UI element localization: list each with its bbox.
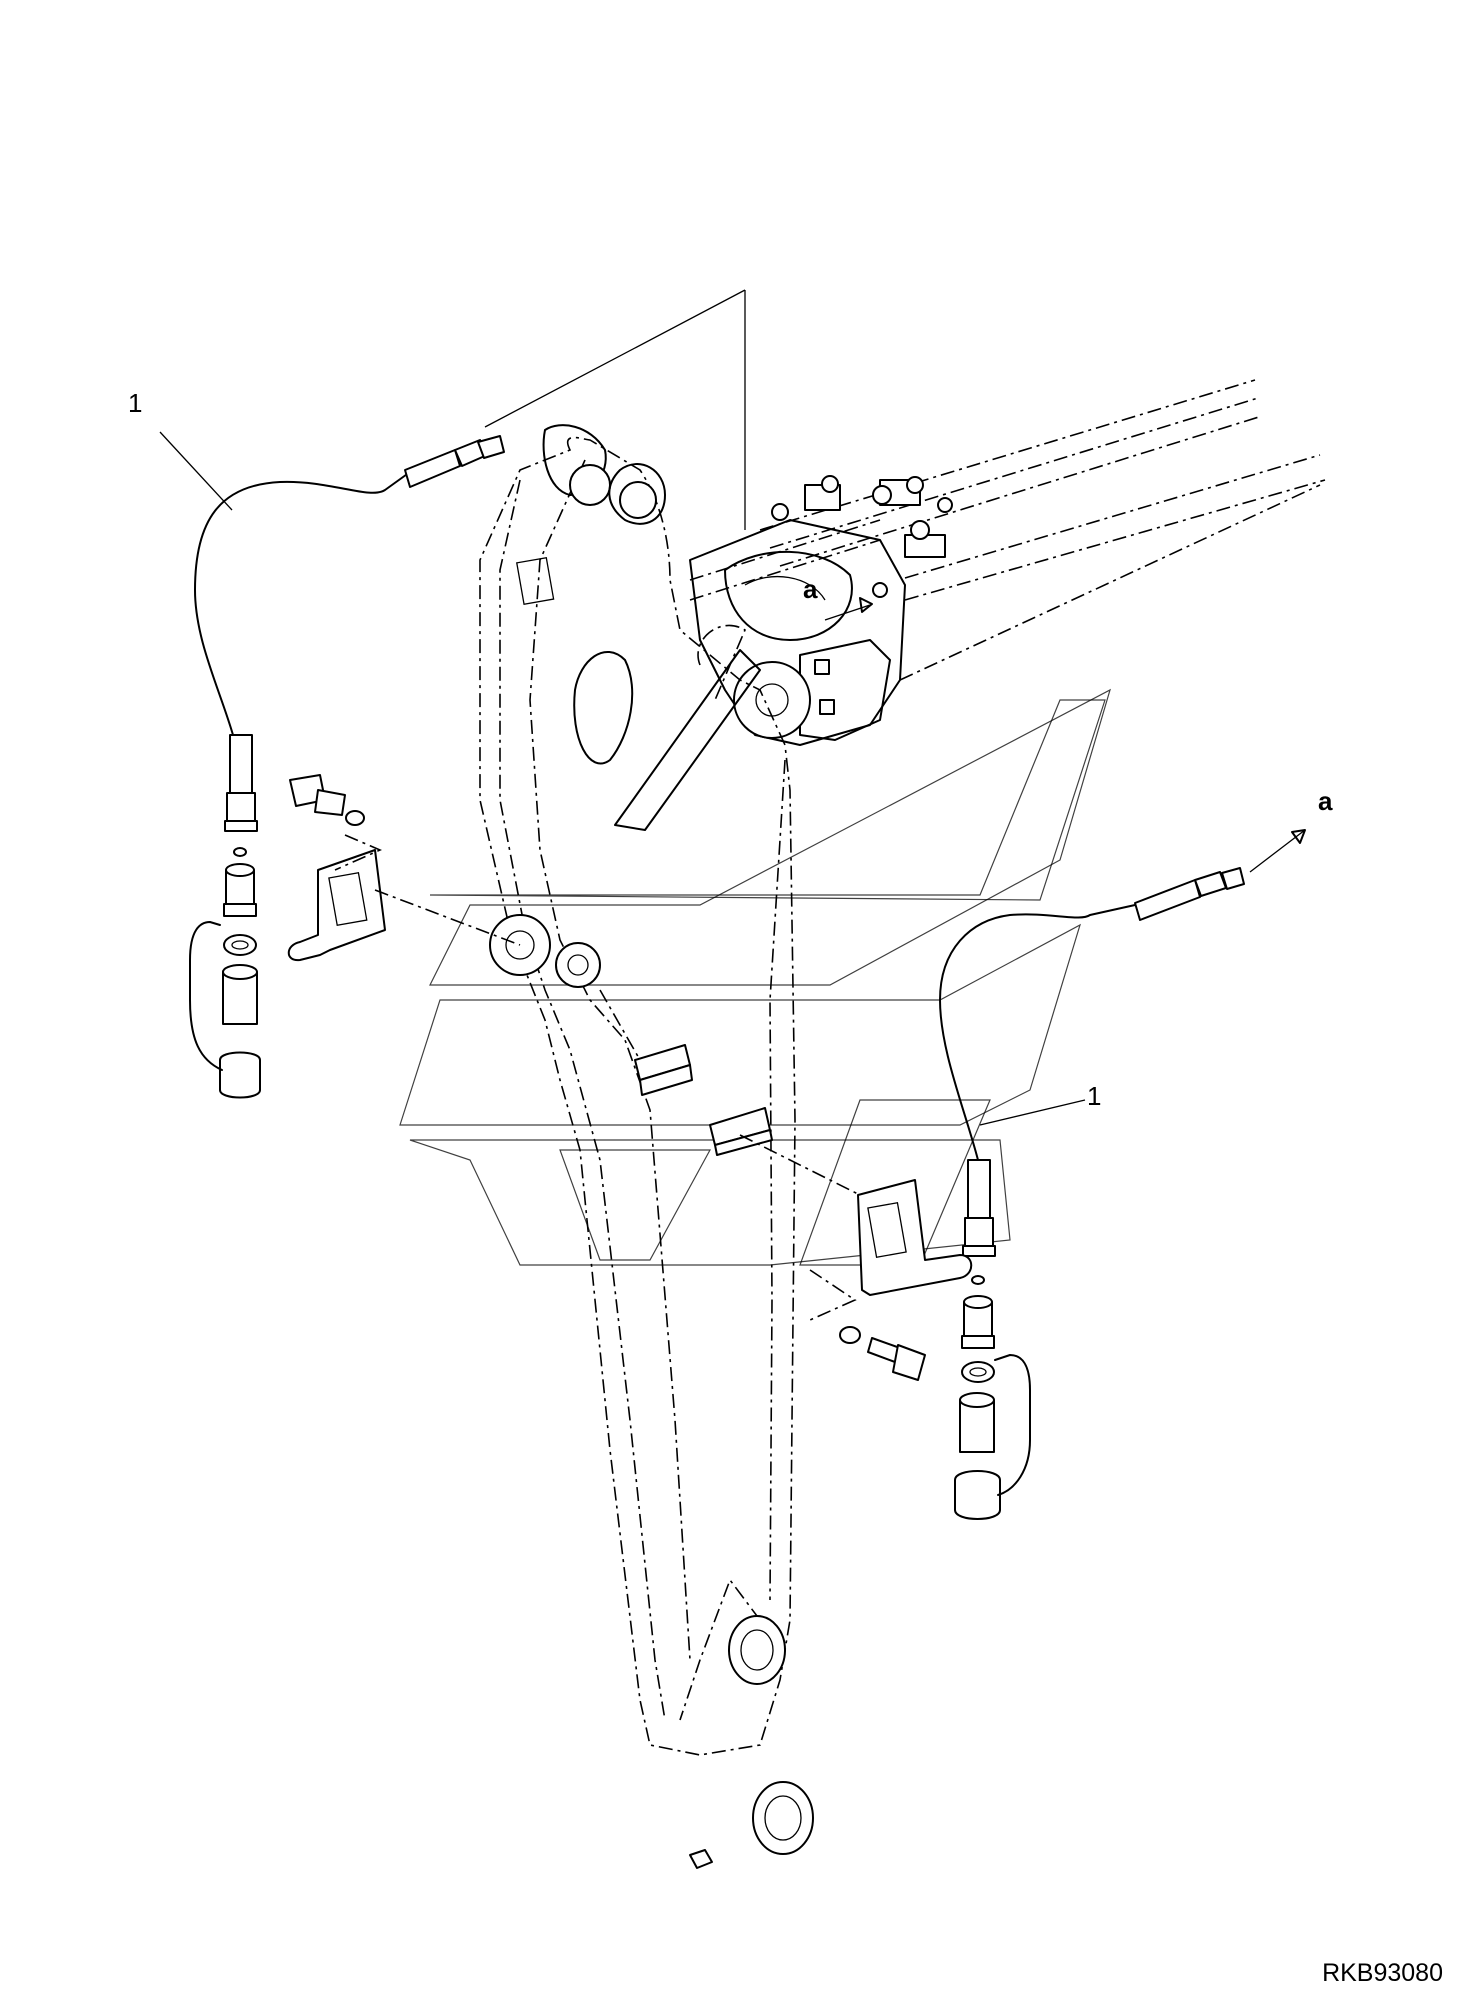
boom-outline bbox=[689, 379, 1326, 681]
callout-part-right: 1 bbox=[1087, 1081, 1101, 1111]
hose-assembly-left bbox=[189, 435, 641, 1099]
arm-outline bbox=[479, 424, 814, 1869]
drawing-code: RKB93080 bbox=[1322, 1959, 1443, 1987]
callout-view-top: a bbox=[803, 574, 818, 604]
callout-view-arrow: a bbox=[1318, 786, 1333, 816]
watermark-logo bbox=[399, 688, 1111, 1266]
callout-leaders bbox=[159, 289, 1306, 1126]
mounting-blocks bbox=[634, 1044, 773, 1156]
boom-head bbox=[689, 475, 953, 746]
callout-part-left: 1 bbox=[128, 388, 142, 418]
hose-assembly-right bbox=[739, 867, 1245, 1520]
